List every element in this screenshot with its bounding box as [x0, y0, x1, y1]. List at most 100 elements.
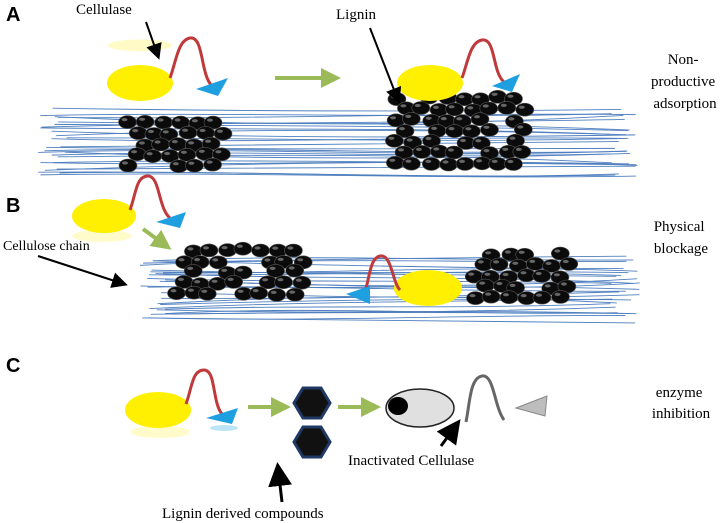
lignin-highlight: [491, 159, 498, 163]
lignin-particle: [198, 286, 217, 301]
lignin-particle: [455, 157, 475, 171]
lignin-highlight: [398, 148, 404, 152]
lignin-highlight: [277, 278, 284, 282]
lignin-highlight: [389, 158, 396, 162]
label-inactivated-cellulase: Inactivated Cellulase: [348, 453, 475, 469]
lignin-highlight: [485, 251, 492, 255]
lignin-highlight: [289, 290, 296, 294]
lignin-highlight: [405, 159, 412, 163]
lignin-highlight: [515, 147, 522, 151]
lignin-particle: [512, 145, 532, 159]
lignin-highlight: [236, 244, 243, 248]
lignin-highlight: [194, 280, 201, 284]
lignin-particle: [224, 275, 243, 289]
lignin-particle: [167, 286, 186, 301]
enzyme-catalytic-domain: [125, 392, 191, 428]
lignin-highlight: [406, 138, 413, 142]
lignin-particle: [285, 287, 305, 302]
lignin-highlight: [139, 117, 146, 121]
lignin-particle: [385, 156, 405, 170]
lignin-particle: [154, 115, 173, 130]
lignin-particle: [515, 102, 535, 117]
lignin-highlight: [217, 129, 223, 133]
lignin-particle: [118, 115, 137, 129]
panel-b-letter: B: [6, 195, 20, 217]
lignin-highlight: [170, 289, 177, 293]
lignin-highlight: [456, 117, 463, 121]
lignin-highlight: [194, 258, 201, 262]
lignin-highlight: [474, 95, 481, 99]
lignin-highlight: [448, 127, 455, 131]
lignin-particle: [284, 243, 303, 258]
lignin-highlight: [468, 272, 475, 276]
lignin-particle: [251, 243, 270, 258]
lignin-particle: [285, 263, 305, 278]
lignin-highlight: [509, 136, 516, 140]
lignin-particle: [444, 145, 464, 160]
lignin-highlight: [187, 247, 194, 251]
lignin-highlight: [295, 278, 302, 282]
lignin-highlight: [254, 246, 261, 250]
lignin-highlight: [269, 266, 276, 270]
cellulose-chain-strand: [38, 150, 628, 154]
enzyme-shadow: [130, 426, 190, 438]
enzyme-shadow: [108, 39, 172, 52]
lignin-highlight: [297, 258, 304, 262]
lignin-highlight: [205, 139, 212, 143]
lignin-highlight: [178, 258, 185, 262]
lignin-highlight: [212, 258, 219, 262]
lignin-highlight: [500, 103, 507, 107]
enzyme-linker: [363, 254, 402, 293]
lignin-highlight: [507, 94, 514, 98]
lignin-highlight: [122, 161, 128, 165]
callout-arrow-cellulose-chain: [37, 255, 128, 288]
lignin-highlight: [554, 249, 561, 253]
cellulase-enzyme-c-active: [125, 368, 238, 438]
callout-arrow-compounds: [268, 462, 293, 503]
lignin-particle: [532, 290, 552, 305]
lignin-highlight: [272, 246, 279, 250]
lignin-particle: [178, 125, 198, 140]
lignin-highlight: [206, 160, 213, 164]
lignin-particle: [128, 126, 148, 140]
lignin-highlight: [479, 281, 486, 285]
lignin-highlight: [467, 106, 474, 110]
lignin-highlight: [182, 128, 189, 132]
lignin-highlight: [544, 284, 551, 288]
lignin-particle: [127, 147, 147, 161]
lignin-highlight: [198, 149, 205, 153]
lignin-highlight: [131, 150, 138, 154]
lignin-highlight: [227, 277, 234, 281]
lignin-highlight: [491, 92, 498, 96]
panel-c-letter: C: [6, 355, 20, 377]
lignin-particle: [551, 290, 570, 304]
module-shadow: [210, 425, 238, 431]
lignin-highlight: [215, 150, 222, 154]
lignin-highlight: [400, 104, 407, 108]
lignin-highlight: [187, 288, 194, 292]
bound-inhibitor: [388, 397, 408, 415]
lignin-highlight: [415, 147, 422, 151]
lignin-highlight: [405, 114, 412, 118]
lignin-particle: [504, 157, 523, 171]
lignin-highlight: [199, 128, 206, 133]
lignin-particle: [472, 156, 492, 171]
lignin-highlight: [174, 118, 181, 122]
lignin-highlight: [502, 272, 509, 277]
lignin-highlight: [560, 282, 567, 286]
lignin-highlight: [520, 271, 527, 275]
lignin-highlight: [270, 290, 277, 294]
lignin-highlight: [484, 272, 491, 276]
lignin-particle: [488, 157, 508, 171]
lignin-highlight: [482, 104, 489, 108]
lignin-highlight: [483, 125, 490, 129]
lignin-particle: [481, 289, 501, 304]
cellulose-chain-strand: [46, 146, 616, 150]
enzyme-linker: [168, 36, 214, 88]
lignin-highlight: [388, 136, 395, 140]
lignin-particle: [267, 288, 287, 302]
lignin-highlight: [237, 289, 244, 293]
lignin-highlight: [483, 149, 490, 153]
lignin-particle: [203, 157, 222, 172]
carbohydrate-binding-module: [206, 408, 238, 424]
